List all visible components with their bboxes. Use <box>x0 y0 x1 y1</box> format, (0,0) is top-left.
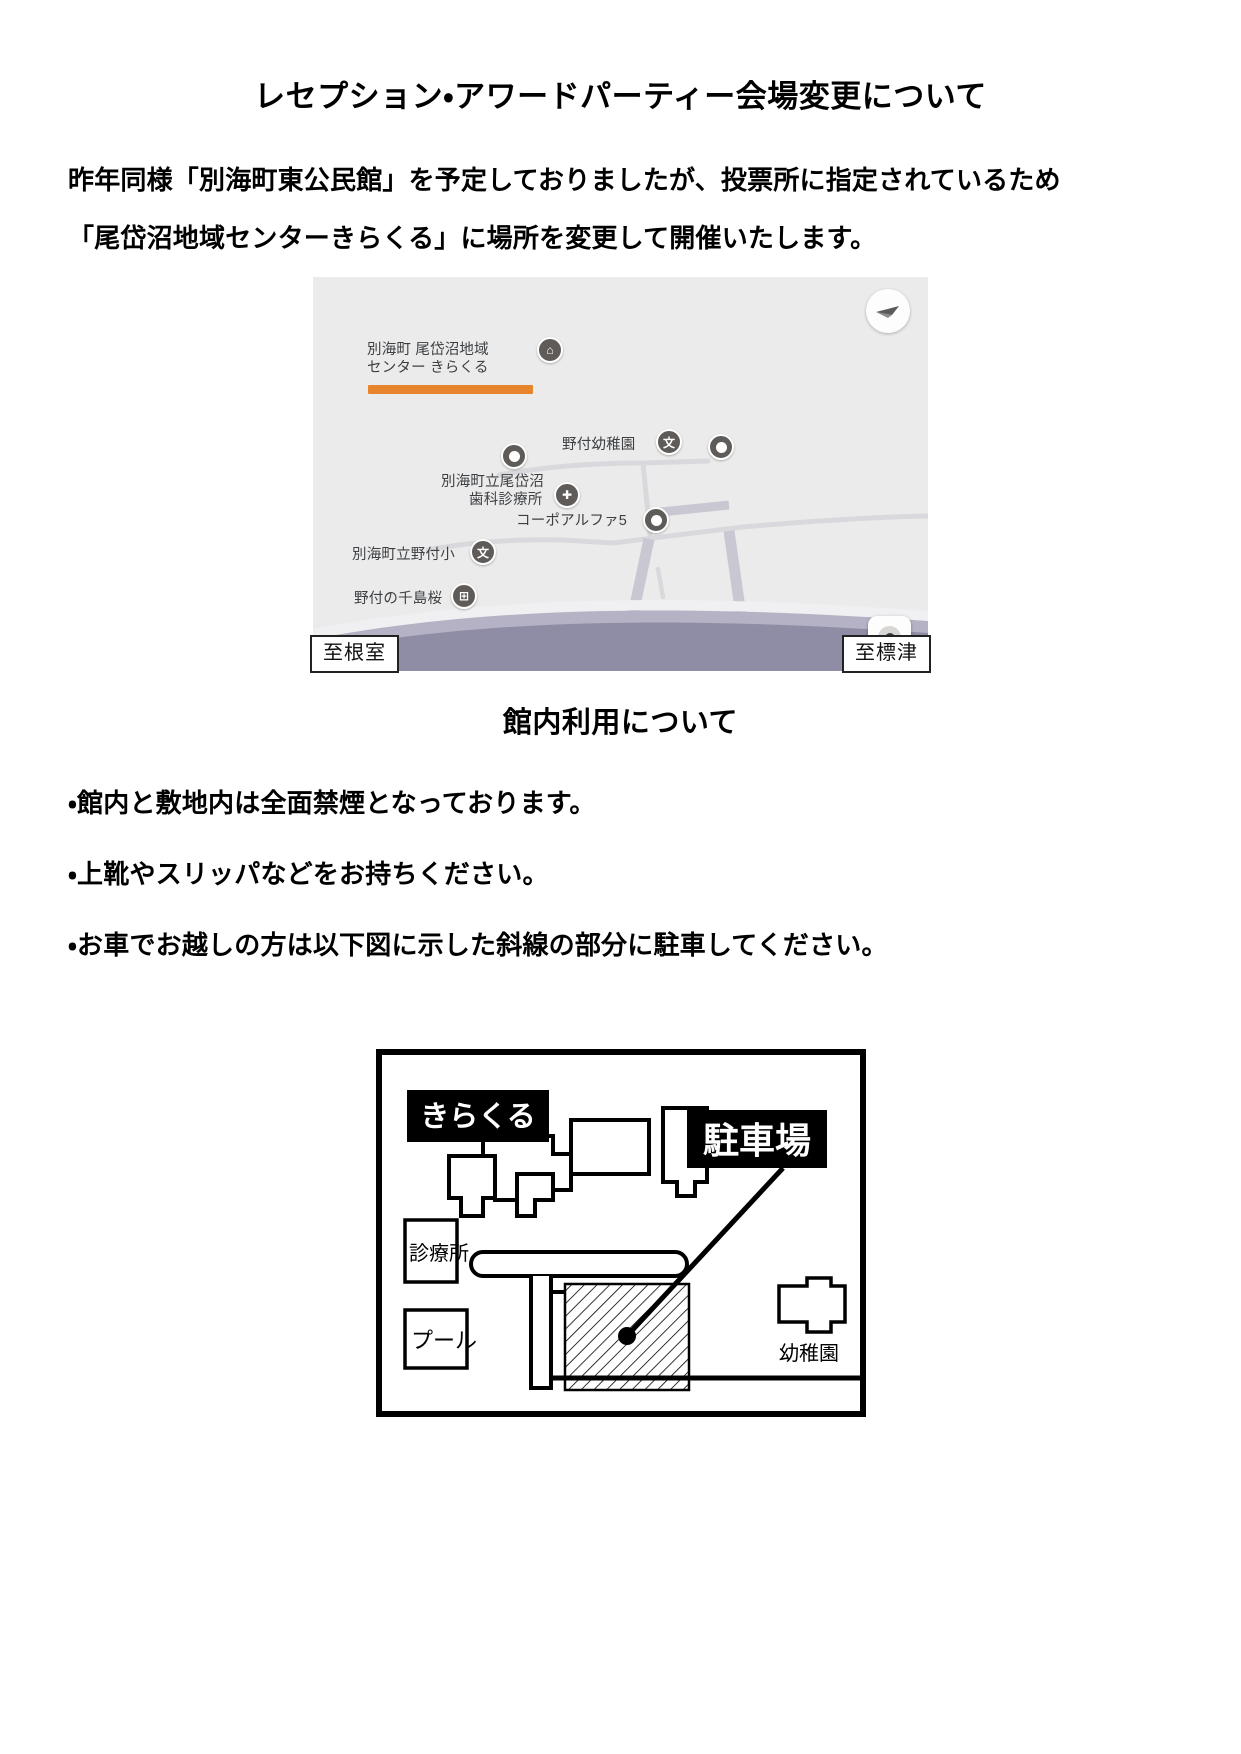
map-roads <box>313 458 928 672</box>
plan-label-pool: プール <box>411 1328 477 1353</box>
venue-pin-icon[interactable]: ⌂ <box>537 337 563 368</box>
floor-plan-svg: きらくる 駐車場 診療所 プール 幼稚園 <box>375 1049 866 1418</box>
location-map: 別海町 尾岱沼地域 センター きらくる ⌂ 野付幼稚園 文 別 <box>310 277 931 674</box>
corpo-pin-icon[interactable] <box>643 507 669 538</box>
direction-box-shibetsu: 至標津 <box>842 635 931 674</box>
intro-paragraph-line-2: 「尾岱沼地域センターきらくる」に場所を変更して開催いたします。 <box>68 223 877 254</box>
map-label-corpo: コーポアルファ5 <box>516 513 628 530</box>
venue-highlight-bar <box>368 385 533 395</box>
map-dot-pin-1[interactable] <box>501 443 527 474</box>
map-dot-pin-2[interactable] <box>708 434 734 465</box>
elementary-pin-icon[interactable]: 文 <box>470 539 496 570</box>
plan-label-kirakuru: きらくる <box>420 1101 535 1133</box>
compass-icon[interactable] <box>866 289 910 334</box>
map-label-kindergarten: 野付幼稚園 <box>562 437 636 454</box>
plan-label-clinic: 診療所 <box>409 1242 469 1265</box>
direction-box-nemuro: 至根室 <box>310 635 399 674</box>
bullet-parking: ・お車でお越しの方は以下図に示した斜線の部分に駐車してください。 <box>68 930 888 961</box>
map-label-venue: 別海町 尾岱沼地域 センター きらくる <box>367 342 489 377</box>
cherry-pin-icon[interactable]: ⊞ <box>451 583 477 614</box>
bullet-indoor-shoes: ・上靴やスリッパなどをお持ちください。 <box>68 859 549 890</box>
map-label-elementary: 別海町立野付小 <box>352 547 455 564</box>
plan-label-kindergarten: 幼稚園 <box>779 1342 839 1365</box>
dental-pin-icon[interactable]: ✚ <box>554 482 580 513</box>
parking-floor-plan: きらくる 駐車場 診療所 プール 幼稚園 <box>375 1048 867 1418</box>
intro-paragraph-line-1: 昨年同様「別海町東公民館」を予定しておりましたが、投票所に指定されているため <box>68 165 1061 196</box>
map-canvas: 別海町 尾岱沼地域 センター きらくる ⌂ 野付幼稚園 文 別 <box>313 277 928 672</box>
plan-label-parking: 駐車場 <box>702 1120 810 1161</box>
page-title: レセプション・アワードパーティー会場変更について <box>254 79 987 114</box>
bullet-no-smoking: ・館内と敷地内は全面禁煙となっております。 <box>68 788 596 819</box>
section-title-facility-use: 館内利用について <box>502 707 739 740</box>
kindergarten-pin-icon[interactable]: 文 <box>656 429 682 460</box>
map-label-dental: 別海町立尾岱沼 歯科診療所 <box>441 474 544 509</box>
map-label-cherry: 野付の千島桜 <box>354 591 443 608</box>
